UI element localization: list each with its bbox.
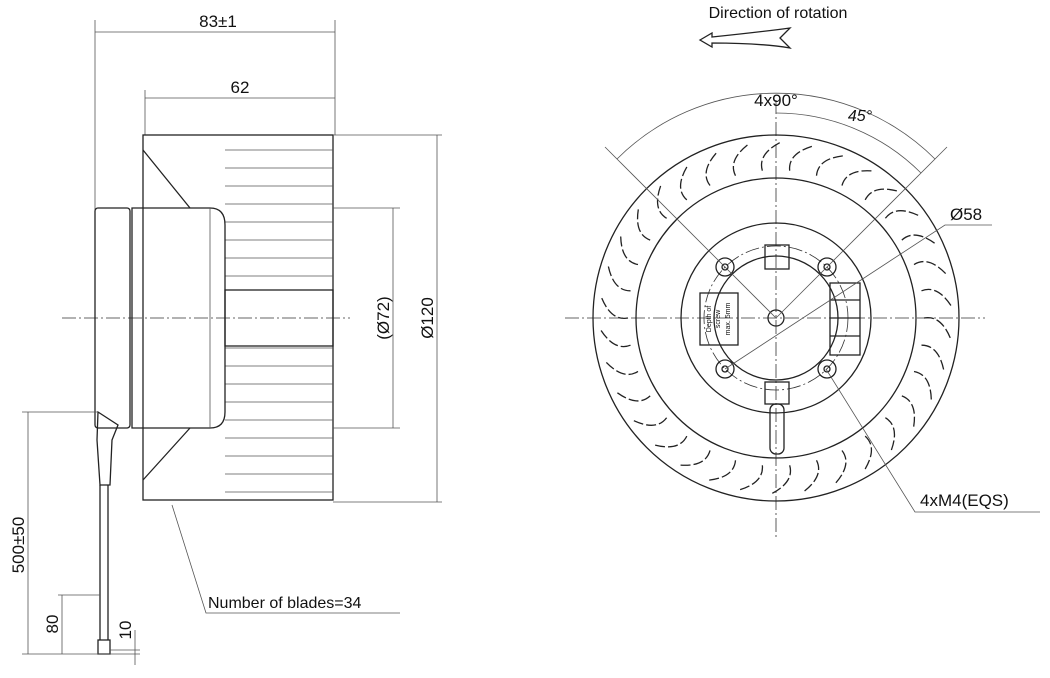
blade [653,435,688,448]
dim-tip-length: 10 [116,621,135,640]
blade [815,155,845,176]
screw-hole-icon [715,257,735,277]
blade [632,417,668,426]
blade [760,141,782,171]
blade [803,460,820,493]
blade [615,391,651,402]
blade [913,370,932,401]
blade [884,210,920,219]
screw-hole-icon [715,359,735,379]
blade [604,361,639,376]
blade [885,417,896,452]
blade [636,207,651,241]
rotation-label: Direction of rotation [709,5,848,22]
dim-overall-length: 83±1 [199,12,237,31]
blade [707,460,737,481]
blade [841,170,873,186]
blade [607,265,631,292]
blade [656,184,667,219]
dim-wheel-length: 62 [231,78,250,97]
blade [864,188,899,201]
svg-text:screw: screw [715,309,722,328]
blade [913,260,948,275]
blade [679,450,711,466]
angle-offset: 45° [848,108,873,125]
angle-pattern: 4x90° [754,91,798,110]
blade [901,395,916,429]
blade [705,151,718,186]
blade [923,316,952,340]
front-view: Direction of rotation 4x90° 45° Depth of… [565,5,1040,540]
blade [600,296,629,320]
blade [679,165,689,201]
screw-hole-icon [817,359,837,379]
dim-cable-length: 500±50 [9,517,28,574]
blade [921,344,945,371]
side-view: 83±1 62 500±50 80 10 [9,12,442,665]
blade [863,435,873,471]
screw-note: 4xM4(EQS) [920,491,1009,510]
blades-note: Number of blades=34 [208,595,362,612]
blade [788,145,814,171]
svg-text:max. 5mm: max. 5mm [725,302,732,335]
dim-bolt-circle: Ø58 [950,205,982,224]
screw-hole-icon [817,257,837,277]
dim-strip-length: 80 [43,615,62,634]
blade [901,234,937,245]
svg-text:Depth of: Depth of [706,306,713,333]
blade [921,288,953,307]
dim-inner-diameter: (Ø72) [374,296,393,339]
screw-depth-note: Depth of screw max. 5mm [706,302,732,335]
blade [738,465,764,491]
blade [620,235,639,266]
blade [834,450,847,485]
dim-outer-diameter: Ø120 [418,297,437,339]
blade [732,143,749,176]
rotation-arrow-icon [698,27,792,49]
blade [770,465,792,495]
blade [599,329,631,348]
